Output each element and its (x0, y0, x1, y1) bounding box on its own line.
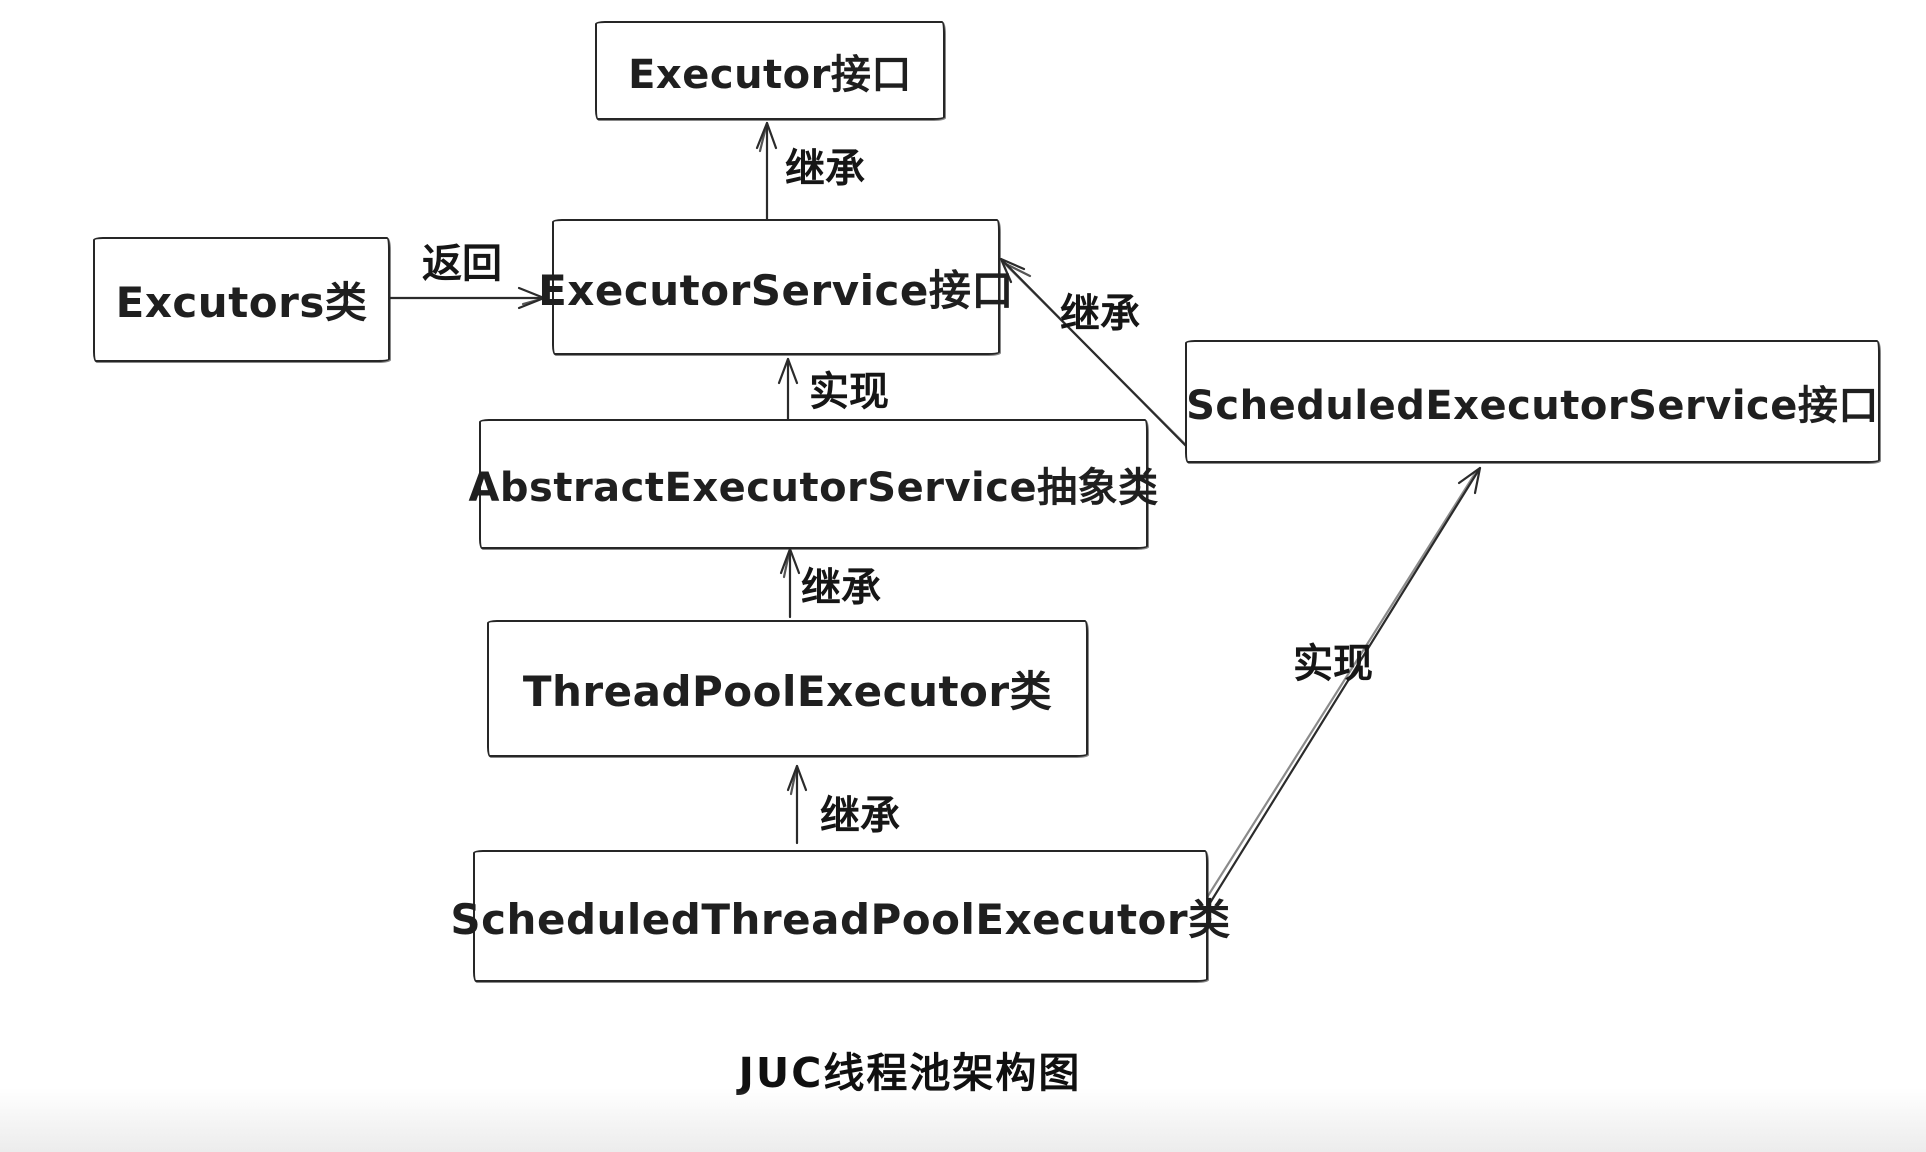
node-executor-service-interface: ExecutorService接口 (538, 219, 1013, 355)
node-scheduled-thread-pool-executor-class: ScheduledThreadPoolExecutor类 (450, 850, 1230, 982)
node-scheduled-executor-service-interface: ScheduledExecutorService接口 (1185, 340, 1880, 463)
edge-label-inherit-middle: 继承 (801, 565, 881, 611)
node-thread-pool-executor-class: ThreadPoolExecutor类 (487, 620, 1088, 757)
edge-threadpoolexecutor-to-abstractexecutorservice (779, 547, 801, 619)
node-label: ThreadPoolExecutor类 (522, 667, 1053, 716)
edge-scheduledexecutorservice-to-executorservice (999, 257, 1194, 454)
edge-scheduledthreadpoolexecutor-to-scheduledexecutorservice (1204, 466, 1482, 905)
edge-scheduledthreadpoolexecutor-to-threadpoolexecutor (786, 764, 808, 845)
edge-label-implement-right: 实现 (1293, 641, 1373, 687)
edge-abstractexecutorservice-to-executorservice (777, 357, 799, 423)
node-excutors-class: Excutors类 (93, 237, 390, 362)
node-label: Excutors类 (115, 278, 368, 327)
edge-label-inherit-right: 继承 (1060, 291, 1140, 337)
node-label: ScheduledThreadPoolExecutor类 (450, 894, 1231, 944)
node-label: ScheduledExecutorService接口 (1186, 382, 1879, 429)
edge-label-inherit-bottom: 继承 (820, 793, 900, 839)
node-label: Executor接口 (628, 51, 912, 98)
edge-executorservice-to-executor (755, 121, 778, 221)
node-label: AbstractExecutorService抽象类 (468, 465, 1159, 511)
diagram-title: JUC线程池架构图 (738, 1049, 1082, 1097)
edge-excutors-to-executorservice (388, 286, 546, 310)
edge-label-implement-middle: 实现 (809, 369, 889, 415)
node-executor-interface: Executor接口 (595, 21, 945, 120)
node-abstract-executor-service-class: AbstractExecutorService抽象类 (468, 419, 1158, 549)
node-label: ExecutorService接口 (538, 265, 1014, 315)
edge-label-inherit-top: 继承 (785, 146, 865, 192)
edge-label-return: 返回 (422, 241, 502, 287)
